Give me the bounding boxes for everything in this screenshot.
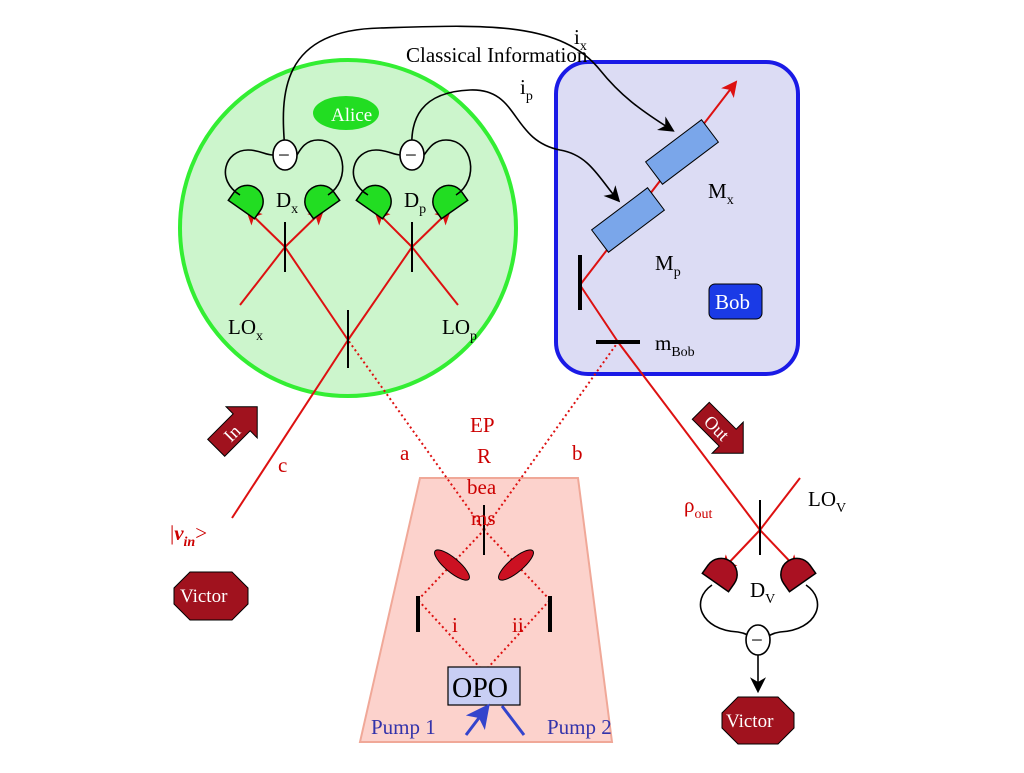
modulator-mx: [644, 119, 720, 185]
beam-ii-label: ii: [512, 613, 524, 637]
modulator-mp: [590, 187, 666, 253]
opo-mirrors: [416, 596, 552, 632]
bob-lab: [554, 60, 800, 376]
subtractor-p: [399, 139, 425, 171]
bob-beams: [579, 80, 761, 531]
dp-label: Dp: [404, 188, 426, 217]
detector-dv-right: [780, 557, 817, 593]
crystal-right: [498, 549, 534, 581]
ix-label: ix: [574, 25, 587, 54]
victor-sender-label: Victor: [180, 586, 228, 607]
opo-label: OPO: [452, 673, 508, 704]
epr-line-1: EP: [470, 413, 495, 437]
classical-wires: [282, 25, 675, 203]
opo-region: [358, 477, 614, 743]
victor-receiver-label: Victor: [726, 711, 774, 732]
epr-beams: [347, 339, 619, 673]
rho-out-label: ρout: [684, 493, 712, 522]
vin-ket-label: |vin>: [170, 521, 207, 550]
beam-i-label: i: [452, 613, 458, 637]
detector-dv-left: [701, 557, 738, 593]
alice-label: Alice: [331, 105, 372, 126]
subtractor-v: [745, 624, 771, 656]
alice-badge: [313, 96, 379, 130]
epr-line-4: ms: [471, 506, 496, 530]
subtractor-x: [272, 139, 298, 171]
mx-label: Mx: [708, 179, 734, 208]
opo-box: [447, 666, 521, 706]
out-arrow: Out: [691, 401, 744, 454]
mbob-label: mBob: [655, 331, 695, 360]
bob-label: Bob: [715, 290, 750, 314]
lop-label: LOp: [442, 315, 477, 344]
lov-label: LOV: [808, 487, 846, 516]
in-arrow: In: [207, 406, 258, 457]
dv-label: DV: [750, 578, 775, 607]
alice-lab: [178, 58, 518, 398]
input-beam: [231, 339, 349, 519]
subtractor-p-sign: −: [405, 143, 417, 167]
dx-label: Dx: [276, 188, 298, 217]
alice-detector-wires: [224, 139, 472, 196]
beam-b-label: b: [572, 441, 583, 465]
crystal-left: [434, 549, 470, 581]
epr-line-2: R: [477, 444, 491, 468]
pump2-arrow: [500, 705, 526, 736]
pump2-label: Pump 2: [547, 715, 612, 739]
epr-line-3: bea: [467, 475, 497, 499]
victor-sender: Victor: [173, 571, 249, 621]
beam-a-label: a: [400, 441, 410, 465]
lox-label: LOx: [228, 315, 263, 344]
mp-label: Mp: [655, 251, 681, 280]
alice-beamsplitters: [284, 222, 413, 368]
classical-information-label: Classical Information: [406, 43, 588, 67]
subtractor-v-sign: −: [751, 628, 763, 652]
ip-label: ip: [520, 75, 533, 104]
pump1-arrow: [464, 703, 490, 736]
bob-badge: [708, 283, 763, 320]
beam-c-label: c: [278, 453, 287, 477]
subtractor-x-sign: −: [278, 143, 290, 167]
victor-receiver: Victor: [721, 696, 795, 745]
pump1-label: Pump 1: [371, 715, 436, 739]
